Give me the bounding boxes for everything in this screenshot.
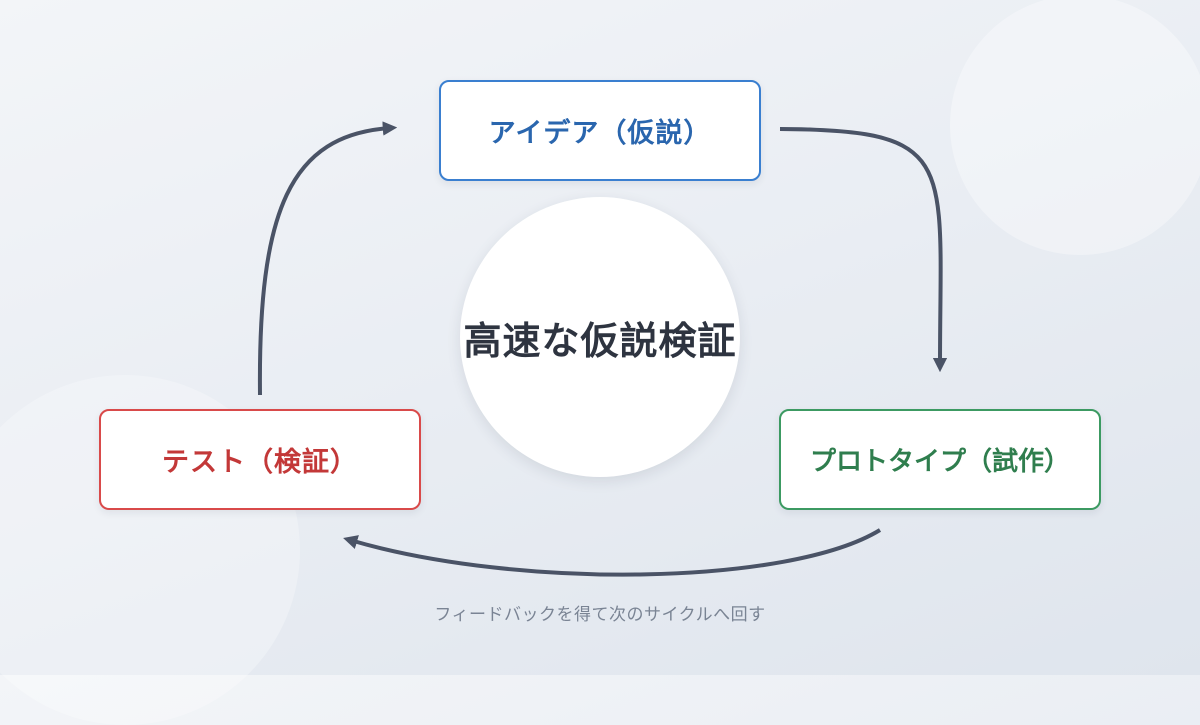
- stage-prototype-box: プロトタイプ（試作）: [779, 409, 1101, 510]
- decorative-circle-top-right: [950, 0, 1200, 255]
- stage-test-box: テスト（検証）: [99, 409, 421, 510]
- stage-idea-box: アイデア（仮説）: [439, 80, 761, 181]
- center-circle: 高速な仮説検証: [460, 197, 740, 477]
- stage-idea-label: アイデア（仮説）: [488, 118, 712, 149]
- cycle-arrows: [257, 121, 948, 577]
- arrow-test-to-idea: [257, 121, 398, 396]
- center-title: 高速な仮説検証: [463, 318, 737, 363]
- arrow-idea-to-prototype: [779, 127, 948, 373]
- stage-test-label: テスト（検証）: [162, 447, 358, 478]
- arrow-prototype-to-test: [343, 528, 882, 577]
- caption: フィードバックを得て次のサイクルへ回す: [434, 605, 766, 625]
- stage-prototype-label: プロトタイプ（試作）: [809, 447, 1070, 477]
